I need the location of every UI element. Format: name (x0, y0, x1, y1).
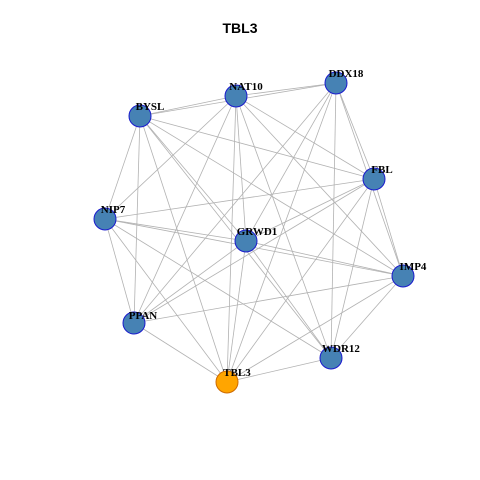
edge-imp4-ppan (133, 275, 404, 324)
edge-ddx18-tbl3 (226, 82, 337, 383)
node-label-bysl: BYSL (136, 101, 165, 113)
edge-nat10-bysl (139, 95, 237, 117)
edge-ddx18-wdr12 (330, 82, 337, 359)
edge-grwd1-imp4 (245, 240, 404, 277)
node-fbl[interactable] (362, 167, 386, 191)
node-nat10[interactable] (224, 84, 248, 108)
edge-grwd1-wdr12 (245, 240, 332, 359)
node-ppan[interactable] (122, 311, 146, 335)
edge-ppan-tbl3 (133, 322, 228, 383)
edge-bysl-imp4 (139, 115, 404, 277)
node-label-ppan: PPAN (129, 310, 158, 322)
edge-nip7-wdr12 (104, 218, 332, 359)
edge-nat10-ppan (133, 95, 237, 324)
node-label-nat10: NAT10 (229, 81, 263, 93)
edge-nip7-grwd1 (104, 218, 247, 242)
edge-nat10-ddx18 (235, 82, 337, 97)
edge-nat10-nip7 (104, 95, 237, 220)
edge-fbl-wdr12 (330, 178, 375, 359)
edge-ddx18-grwd1 (245, 82, 337, 242)
edge-fbl-ppan (133, 178, 375, 324)
node-label-fbl: FBL (371, 164, 392, 176)
node-bysl[interactable] (128, 104, 152, 128)
edge-fbl-nip7 (104, 178, 375, 220)
edge-imp4-tbl3 (226, 275, 404, 383)
edge-nip7-tbl3 (104, 218, 228, 383)
node-label-ddx18: DDX18 (329, 68, 364, 80)
node-imp4[interactable] (391, 264, 415, 288)
edge-grwd1-ppan (133, 240, 247, 324)
edge-ddx18-fbl (335, 82, 375, 180)
graph-title: TBL3 (222, 20, 258, 36)
edge-bysl-tbl3 (139, 115, 228, 383)
node-label-wdr12: WDR12 (322, 343, 360, 355)
edge-ddx18-ppan (133, 82, 337, 324)
node-grwd1[interactable] (234, 229, 258, 253)
edge-nat10-grwd1 (235, 95, 247, 242)
node-label-grwd1: GRWD1 (237, 226, 278, 238)
node-tbl3[interactable] (215, 370, 239, 394)
node-layer (93, 71, 415, 394)
edge-nat10-imp4 (235, 95, 404, 277)
edge-fbl-imp4 (373, 178, 404, 277)
edge-bysl-nip7 (104, 115, 141, 220)
node-ddx18[interactable] (324, 71, 348, 95)
edge-imp4-wdr12 (330, 275, 404, 359)
edge-nip7-ppan (104, 218, 135, 324)
node-wdr12[interactable] (319, 346, 343, 370)
node-label-nip7: NIP7 (101, 204, 126, 216)
node-label-tbl3: TBL3 (223, 367, 251, 379)
edge-bysl-grwd1 (139, 115, 247, 242)
node-label-imp4: IMP4 (400, 261, 427, 273)
edge-bysl-fbl (139, 115, 375, 180)
edge-bysl-ppan (133, 115, 141, 324)
edge-wdr12-tbl3 (226, 357, 332, 383)
edge-grwd1-tbl3 (226, 240, 247, 383)
node-nip7[interactable] (93, 207, 117, 231)
edge-fbl-grwd1 (245, 178, 375, 242)
edge-fbl-tbl3 (226, 178, 375, 383)
